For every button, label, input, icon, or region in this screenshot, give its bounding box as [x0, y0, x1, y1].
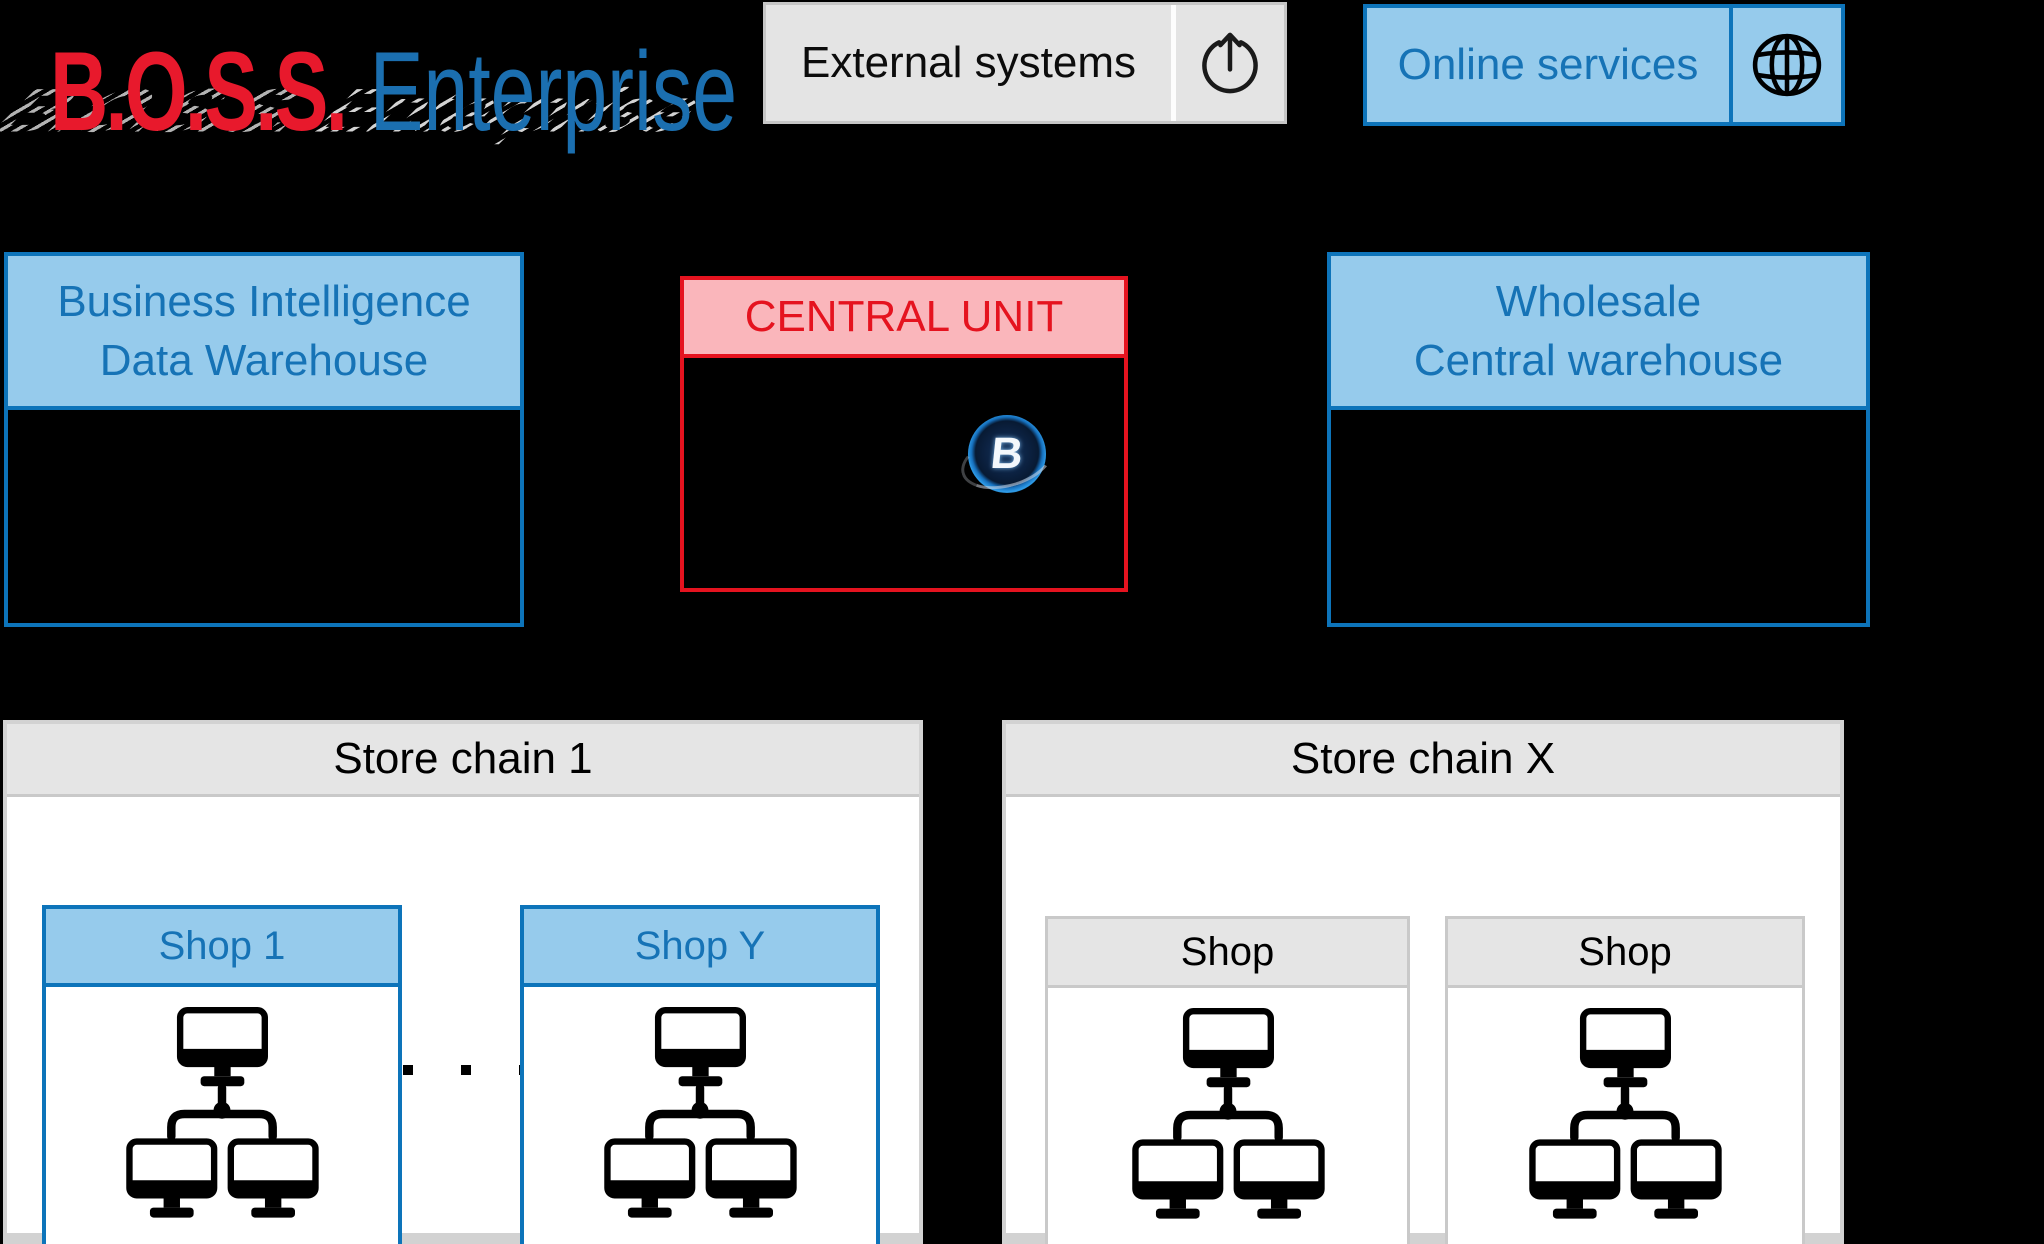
shop-y-label: Shop Y: [524, 909, 876, 987]
boss-enterprise-logo: B.O.S.S.Enterprise B.O.S.S.Enterprise: [0, 36, 737, 148]
store-chain-1-body: Shop 1 Shop Y: [7, 797, 919, 1244]
store-chain-1-title: Store chain 1: [7, 724, 919, 797]
central-unit-node: CENTRAL UNIT B: [680, 276, 1128, 592]
shop-1-node: Shop 1: [42, 905, 402, 1244]
external-systems-label: External systems: [766, 5, 1171, 121]
logo-sub-text: Enterprise: [369, 29, 738, 154]
computer-network-icon: [524, 987, 876, 1221]
boss-b-badge-icon: B: [968, 415, 1046, 493]
share-upload-icon: [1176, 5, 1284, 121]
central-unit-title: CENTRAL UNIT: [684, 280, 1124, 358]
external-systems-node: External systems: [763, 2, 1287, 124]
store-chain-1-container: Store chain 1 Shop 1 Shop Y: [3, 720, 923, 1244]
shop-label: Shop: [1448, 919, 1802, 988]
shop-1-label: Shop 1: [46, 909, 398, 987]
computer-network-icon: [1048, 988, 1407, 1222]
bi-data-warehouse-node: Business Intelligence Data Warehouse: [4, 252, 524, 627]
wholesale-central-warehouse-node: Wholesale Central warehouse: [1327, 252, 1870, 627]
globe-icon: [1729, 8, 1841, 122]
central-unit-body: B: [684, 358, 1124, 584]
wholesale-title: Wholesale Central warehouse: [1331, 256, 1866, 410]
online-services-node: Online services: [1363, 4, 1845, 126]
store-chain-x-body: Shop Shop: [1006, 797, 1840, 1244]
computer-network-icon: [46, 987, 398, 1221]
online-services-label: Online services: [1397, 40, 1699, 89]
computer-network-icon: [1448, 988, 1802, 1222]
bi-data-warehouse-title: Business Intelligence Data Warehouse: [8, 256, 520, 410]
store-chain-x-title: Store chain X: [1006, 724, 1840, 797]
horizontal-ellipsis-dots: [403, 1065, 529, 1075]
shop-node: Shop: [1045, 916, 1410, 1244]
badge-letter: B: [988, 429, 1026, 478]
shop-y-node: Shop Y: [520, 905, 880, 1244]
logo-main-text: B.O.S.S.: [50, 29, 348, 154]
store-chain-x-container: Store chain X Shop Shop: [1002, 720, 1844, 1244]
shop-node: Shop: [1445, 916, 1805, 1244]
shop-label: Shop: [1048, 919, 1407, 988]
